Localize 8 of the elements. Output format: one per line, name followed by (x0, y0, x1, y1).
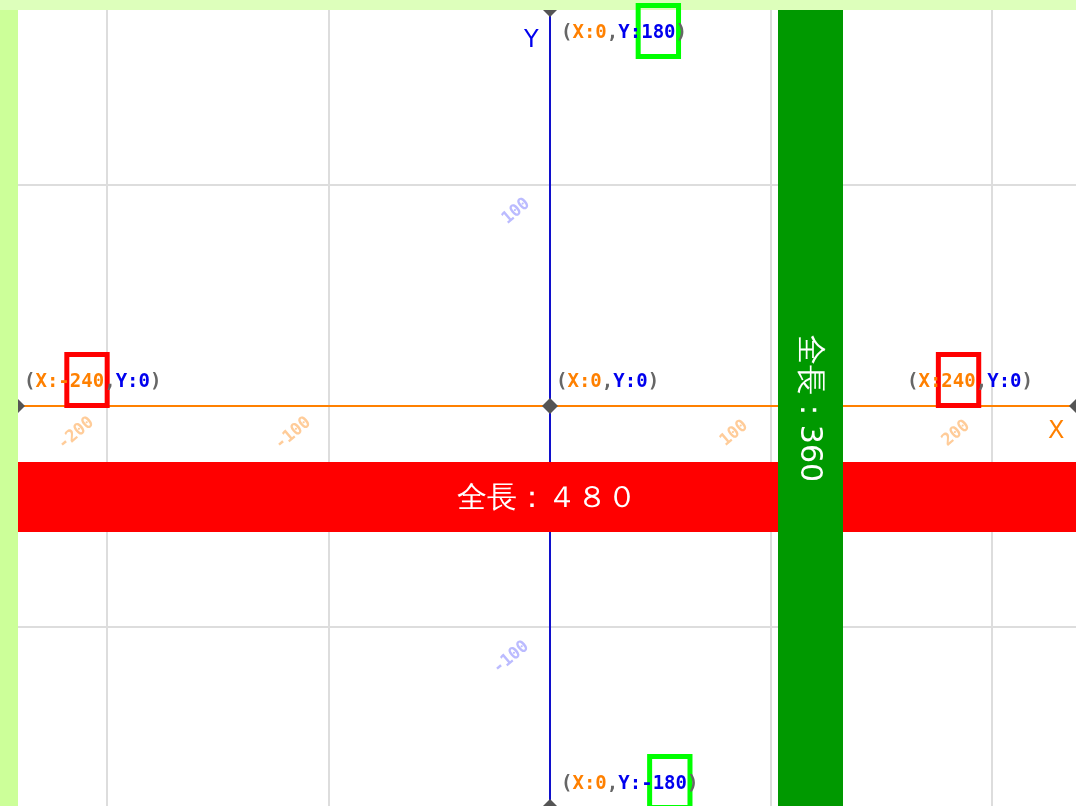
tick-label: 100 (498, 194, 533, 227)
tick-label: 100 (716, 416, 751, 449)
coordinate-label: (X:0,Y:0) (556, 371, 660, 390)
coordinate-label: (X:0,Y:180) (561, 22, 687, 41)
length-band: 全長：360 (778, 10, 843, 806)
tick-label: 200 (938, 416, 973, 449)
y-axis-label: Y (524, 27, 539, 51)
x-axis-label: X (1048, 418, 1065, 442)
